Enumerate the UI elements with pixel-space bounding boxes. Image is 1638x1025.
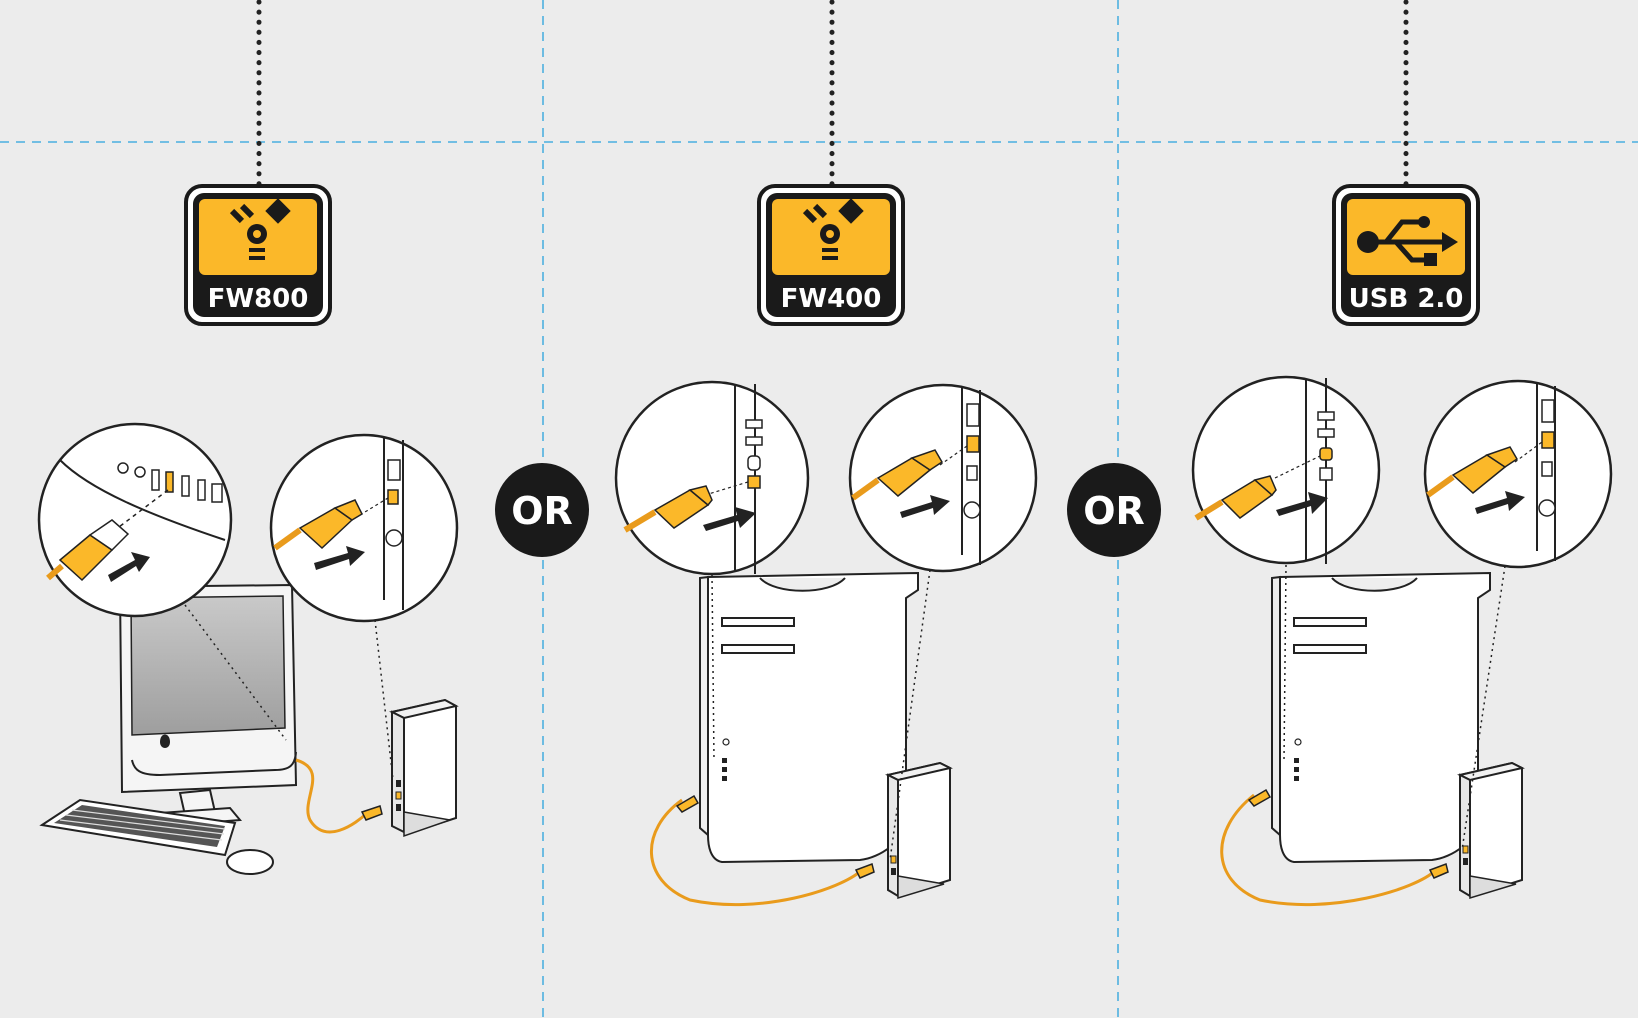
mac-pro-tower-2 [1271,571,1491,864]
mac-pro-port-zoom-2 [1191,375,1381,565]
apple-logo-icon [160,734,170,748]
external-drive-2 [885,761,953,900]
drive-port-zoom-2 [848,383,1038,573]
fw800-badge-label: FW800 [208,284,309,314]
or-label-1: OR [511,489,573,533]
drive-port-zoom-3 [1423,379,1613,569]
firewire-icon [229,198,291,260]
drive-port-zoom-1 [269,433,459,623]
arrow-icon [1276,492,1328,516]
imac-computer [118,583,298,830]
external-drive-1 [389,698,459,838]
external-drive-3 [1457,761,1525,900]
or-separator-1: OR [495,463,589,557]
mouse [226,849,274,875]
arrow-icon [314,546,365,570]
fw400-badge-label: FW400 [781,284,882,314]
usb-badge: USB 2.0 [1332,184,1480,326]
leader-lines [256,0,1409,189]
or-label-2: OR [1083,489,1145,533]
usb-icon [1357,216,1458,266]
arrow-icon [703,507,756,531]
or-separator-2: OR [1067,463,1161,557]
arrow-icon [900,495,950,518]
firewire-icon [802,198,864,260]
imac-port-zoom [37,422,233,618]
keyboard [39,798,237,857]
usb-cable [1220,793,1438,907]
arrow-icon [1475,491,1525,514]
usb-badge-label: USB 2.0 [1349,284,1464,314]
arrow-icon [108,552,150,582]
fw400-cable [649,798,864,907]
fw400-badge: FW400 [757,184,905,326]
fw800-badge: FW800 [184,184,332,326]
mac-pro-port-zoom-1 [614,380,810,576]
mac-pro-tower-1 [699,571,919,864]
fw800-cable [295,758,370,834]
